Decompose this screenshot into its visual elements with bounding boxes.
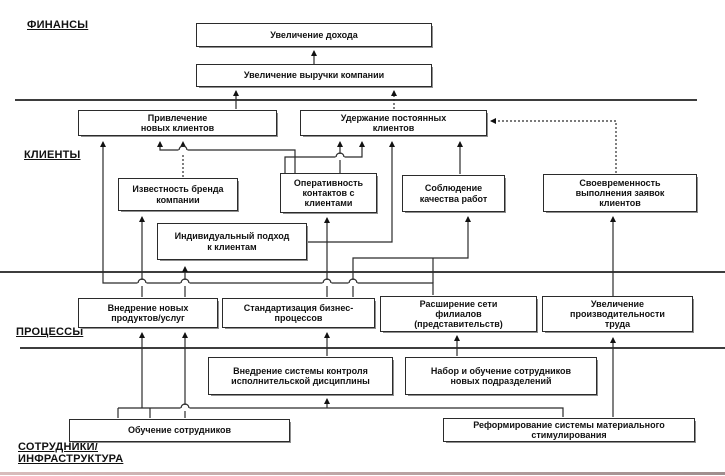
- node-staff-training: Обучение сотрудников: [69, 419, 290, 442]
- arrow-individual-to-retain: [307, 141, 395, 243]
- clients-section-divider: [0, 271, 725, 273]
- arrow-expansion-trunk-to-attract: [100, 141, 434, 295]
- node-timely-requests: Своевременность выполнения заявок клиент…: [543, 174, 697, 212]
- arrow-timely-to-retain: [490, 118, 617, 173]
- node-branch-expansion: Расширение сети филиалов (представительс…: [380, 296, 537, 332]
- node-labor-productivity: Увеличение производительности труда: [542, 296, 693, 332]
- section-label-processes: ПРОЦЕССЫ: [16, 326, 84, 338]
- finance-section-divider: [15, 99, 697, 101]
- node-retain-clients: Удержание постоянных клиентов: [300, 110, 487, 136]
- node-work-quality: Соблюдение качества работ: [402, 175, 505, 212]
- node-brand-awareness: Известность бренда компании: [118, 178, 238, 211]
- node-incentive-reform: Реформирование системы материального сти…: [443, 418, 695, 442]
- node-new-products: Внедрение новых продуктов/услуг: [78, 298, 218, 328]
- section-label-finance: ФИНАНСЫ: [27, 19, 89, 31]
- node-individual-approach: Индивидуальный подход к клиентам: [157, 223, 307, 260]
- arrow-promptness-to-retain: [284, 141, 365, 173]
- staff-section-divider: [0, 472, 725, 475]
- trunk-training-to-reform: [118, 407, 564, 417]
- line-hops: [137, 145, 358, 411]
- node-increase-revenue: Увеличение выручки компании: [196, 64, 432, 87]
- arrow-standard-to-quality: [352, 216, 471, 297]
- section-label-staff-infra: СОТРУДНИКИ/ ИНФРАСТРУКТУРА: [18, 441, 124, 466]
- node-contact-promptness: Оперативность контактов с клиентами: [280, 173, 377, 213]
- node-discipline-control: Внедрение системы контроля исполнительск…: [208, 357, 393, 395]
- processes-section-divider: [20, 347, 725, 349]
- node-recruit-training: Набор и обучение сотрудников новых подра…: [405, 357, 597, 395]
- node-increase-income: Увеличение дохода: [196, 23, 432, 47]
- node-attract-new-clients: Привлечение новых клиентов: [78, 110, 277, 136]
- node-process-standard: Стандартизация бизнес- процессов: [222, 298, 375, 328]
- section-label-clients: КЛИЕНТЫ: [24, 149, 81, 161]
- arrow-promptness-to-attract: [157, 141, 296, 173]
